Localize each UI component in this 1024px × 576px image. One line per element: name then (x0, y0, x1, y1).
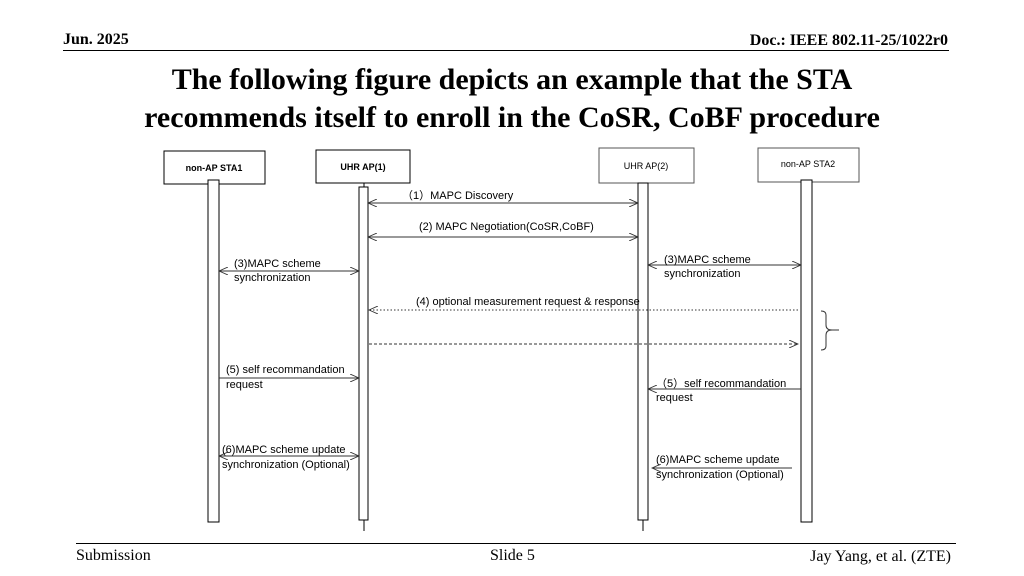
footer-author: Jay Yang, et al. (ZTE) (810, 548, 951, 565)
message-6-right: (6)MAPC scheme update synchronization (O… (652, 454, 792, 481)
slide-title-line-2: recommends itself to enroll in the CoSR,… (144, 101, 880, 134)
lifeline-sta1 (207, 179, 220, 523)
message-6-right-label-line-2: synchronization (Optional) (656, 469, 784, 481)
message-6-right-label-line-1: (6)MAPC scheme update (656, 454, 780, 466)
message-2-label: (2) MAPC Negotiation(CoSR,CoBF) (419, 221, 594, 233)
participant-ap1: UHR AP(1) (315, 149, 411, 184)
message-6-left-label-line-1: (6)MAPC scheme update (222, 444, 346, 456)
footer-slide-number: Slide 5 (490, 547, 535, 564)
lifeline-ap1 (358, 186, 369, 521)
lifeline-sta2 (800, 179, 813, 523)
message-3-right-label-line-2: synchronization (664, 268, 740, 280)
message-3-right: (3)MAPC scheme synchronization (648, 254, 801, 280)
message-5-left: (5) self recommandation request (219, 364, 359, 391)
header-divider (63, 50, 949, 51)
message-4-request: (4) optional measurement request & respo… (369, 296, 798, 310)
message-3-right-label-line-1: (3)MAPC scheme (664, 254, 751, 266)
message-4-label: (4) optional measurement request & respo… (416, 296, 640, 308)
lifeline-ap2 (637, 182, 649, 521)
participant-sta1: non-AP STA1 (163, 150, 266, 185)
message-5-right-label-line-2: request (656, 392, 693, 404)
message-2: (2) MAPC Negotiation(CoSR,CoBF) (368, 221, 638, 237)
slide-title-line-1: The following figure depicts an example … (171, 63, 853, 96)
participant-ap2: UHR AP(2) (598, 147, 695, 184)
message-1: （1）MAPC Discovery (368, 189, 638, 203)
header-date: Jun. 2025 (63, 31, 129, 48)
footer-submission: Submission (76, 547, 151, 564)
message-3-left: (3)MAPC scheme synchronization (219, 258, 359, 284)
participant-sta1-label: non-AP STA1 (186, 163, 243, 173)
message-3-left-label-line-2: synchronization (234, 272, 310, 284)
message-5-left-label-line-2: request (226, 379, 263, 391)
participant-ap1-label: UHR AP(1) (340, 162, 385, 172)
message-1-label: （1）MAPC Discovery (402, 189, 514, 202)
participant-sta2-label: non-AP STA2 (781, 159, 835, 169)
message-5-left-label-line-1: (5) self recommandation (226, 364, 345, 376)
message-6-left-label-line-2: synchronization (Optional) (222, 459, 350, 471)
footer-divider (76, 543, 956, 544)
participant-sta2: non-AP STA2 (757, 147, 860, 183)
participant-ap2-label: UHR AP(2) (624, 161, 669, 171)
slide-title: The following figure depicts an example … (60, 61, 964, 137)
measurement-brace (820, 310, 833, 351)
header-doc-id: Doc.: IEEE 802.11-25/1022r0 (749, 32, 948, 49)
message-5-right-label-line-1: （5）self recommandation (656, 377, 786, 390)
message-6-left: (6)MAPC scheme update synchronization (O… (219, 444, 359, 471)
message-5-right: （5）self recommandation request (648, 377, 801, 404)
message-3-left-label-line-1: (3)MAPC scheme (234, 258, 321, 270)
